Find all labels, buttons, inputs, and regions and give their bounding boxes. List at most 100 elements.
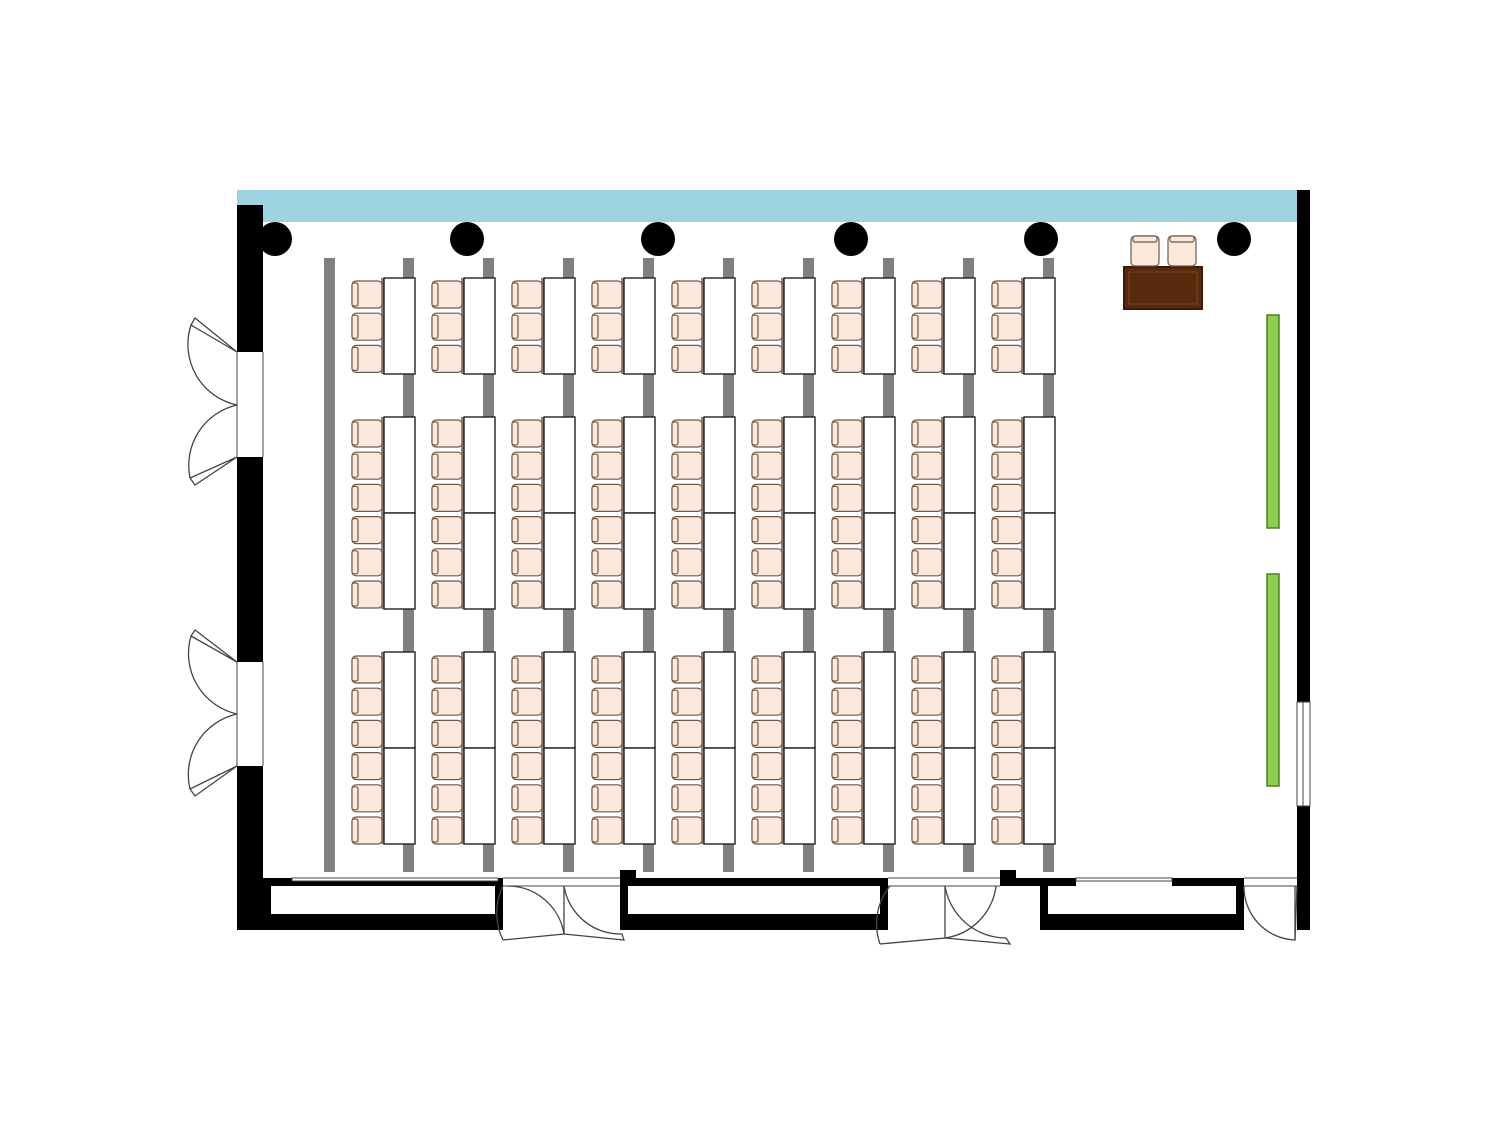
wall-segment [1040, 914, 1244, 930]
table-icon [383, 747, 416, 845]
seating-block [911, 416, 976, 610]
column-icon [641, 222, 675, 256]
chair-icon [911, 816, 943, 845]
chair-back [751, 314, 759, 339]
table-icon [863, 416, 896, 514]
chair-icon [591, 816, 623, 845]
chair-back [351, 282, 359, 307]
door-icon [187, 635, 238, 715]
chair-icon [351, 419, 383, 448]
chair-back [431, 550, 439, 575]
closet-window [1075, 877, 1173, 882]
chair-icon [831, 580, 863, 609]
chair-icon [911, 312, 943, 341]
chair-back [351, 421, 359, 446]
closet-window [291, 877, 499, 882]
chair-icon [511, 751, 543, 781]
chair-icon [991, 451, 1023, 480]
chair-back [351, 721, 359, 747]
chair-icon [991, 751, 1023, 781]
chair-back [431, 314, 439, 339]
chair-icon [831, 312, 863, 341]
chair-icon [671, 580, 703, 609]
chair-back [831, 753, 839, 779]
door-icon [944, 885, 1012, 945]
chair-back [671, 314, 679, 339]
chair-back [911, 282, 919, 307]
chair-back [671, 689, 679, 714]
table-icon [383, 416, 416, 514]
chair-icon [991, 816, 1023, 845]
chair-back [351, 550, 359, 575]
chair-back [431, 453, 439, 478]
wall-segment [237, 766, 263, 930]
door-icon [944, 885, 997, 939]
chair-icon [671, 419, 703, 448]
seating-block [511, 277, 576, 375]
chair-icon [831, 548, 863, 577]
seating-column [831, 277, 896, 845]
chair-icon [751, 280, 783, 309]
chair-icon [591, 580, 623, 609]
wall-segment [1040, 878, 1048, 930]
door-icon [189, 765, 238, 797]
chair-icon [351, 483, 383, 512]
chair-icon [751, 655, 783, 684]
door-icon [496, 885, 504, 941]
wall-segment [263, 878, 271, 930]
seating-block [591, 277, 656, 375]
chair-back [831, 453, 839, 478]
chair-back [911, 550, 919, 575]
door-icon [190, 629, 238, 663]
chair-back [831, 582, 839, 607]
wall-segment [1000, 870, 1016, 886]
seating-block [351, 651, 416, 845]
seating-column [991, 277, 1056, 845]
chair-icon [831, 719, 863, 749]
chair-back [431, 421, 439, 446]
chair-icon [511, 816, 543, 845]
chair-back [431, 786, 439, 811]
chair-back [351, 753, 359, 779]
column-icon [450, 222, 484, 256]
chair-back [991, 485, 999, 510]
chair-back [431, 818, 439, 843]
chair-icon [351, 280, 383, 309]
chair-back [831, 314, 839, 339]
table-icon [943, 416, 976, 514]
seating-column [511, 277, 576, 845]
chair-icon [911, 719, 943, 749]
chair-back [591, 314, 599, 339]
chair-icon [911, 344, 943, 373]
chair-back [831, 786, 839, 811]
presenter-desk [1123, 266, 1203, 310]
table-icon [543, 512, 576, 610]
chair-back [511, 282, 519, 307]
chair-back [831, 517, 839, 543]
table-icon [623, 277, 656, 375]
table-icon [1023, 747, 1056, 845]
chair-icon [591, 312, 623, 341]
chair-back [511, 689, 519, 714]
chair-back [351, 582, 359, 607]
chair-back [751, 517, 759, 543]
chair-icon [591, 515, 623, 545]
chair-icon [911, 515, 943, 545]
presenter-chair-icon [1130, 235, 1160, 267]
table-icon [783, 416, 816, 514]
chair-icon [751, 751, 783, 781]
table-icon [863, 747, 896, 845]
chair-icon [751, 687, 783, 716]
chair-back [831, 818, 839, 843]
chair-back [351, 818, 359, 843]
chair-icon [351, 719, 383, 749]
chair-back [751, 282, 759, 307]
seating-block [751, 277, 816, 375]
chair-icon [671, 312, 703, 341]
table-icon [703, 277, 736, 375]
chair-icon [831, 419, 863, 448]
chair-icon [431, 483, 463, 512]
column-icon [834, 222, 868, 256]
seating-block [351, 416, 416, 610]
wall-segment [620, 878, 888, 886]
